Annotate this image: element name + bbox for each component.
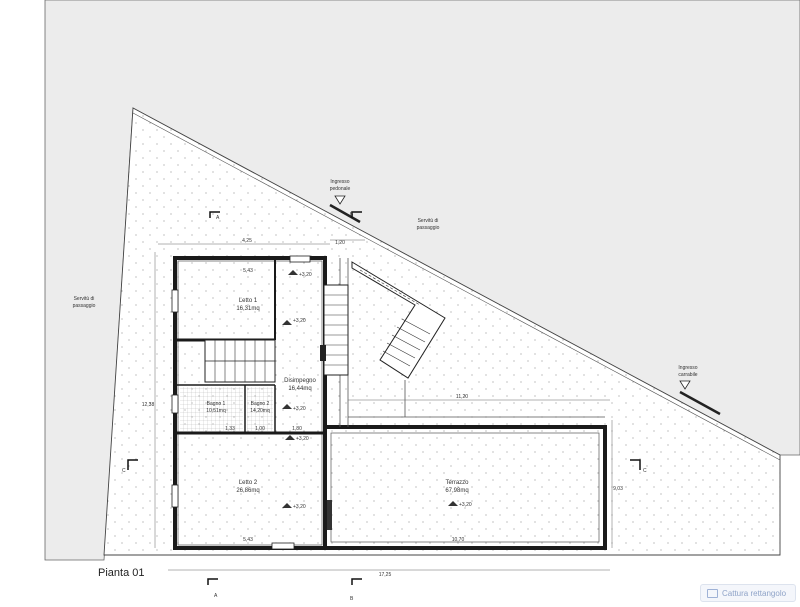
- room-name: Bagno 2: [251, 401, 270, 407]
- capture-rectangle-label: Cattura rettangolo: [722, 588, 787, 598]
- external-staircase: [323, 261, 446, 379]
- level-label: +3,20: [293, 504, 306, 510]
- dimension-label: 1,00: [255, 426, 265, 432]
- easement-top-label-1: Servitù di: [418, 218, 439, 224]
- dimension-label: 9,03: [613, 486, 623, 492]
- boundary-line: [132, 112, 781, 461]
- room-area: 16,31mq: [236, 306, 259, 312]
- dimension-label: 1,80: [292, 426, 302, 432]
- dimension-lines: [154, 239, 613, 571]
- vehicle-entrance-label-2: carrabile: [678, 372, 697, 378]
- room-area: 10,51mq: [206, 408, 226, 414]
- level-label: +3,20: [299, 272, 312, 278]
- bathroom-1-floor: [180, 387, 243, 431]
- dimension-label: 5,43: [243, 268, 253, 274]
- rectangle-capture-icon: [707, 588, 718, 598]
- room-name: Letto 1: [239, 298, 258, 304]
- room-name: Letto 2: [239, 480, 258, 486]
- level-label: +3,20: [459, 502, 472, 508]
- level-markers: [282, 270, 458, 508]
- capture-rectangle-button[interactable]: Cattura rettangolo: [700, 584, 796, 602]
- vehicle-gate: [679, 390, 721, 416]
- section-label: C: [122, 468, 126, 474]
- easement-left-label-1: Servitù di: [74, 296, 95, 302]
- lot-dotted-fill: [103, 107, 781, 556]
- section-label: C: [643, 468, 647, 474]
- internal-staircase: [204, 339, 276, 383]
- room-area: 67,98mq: [445, 488, 468, 494]
- vehicle-entrance-label-1: Ingresso: [678, 365, 697, 371]
- section-label: A: [216, 215, 220, 221]
- room-area: 16,44mq: [288, 386, 311, 392]
- dimension-label: 12,38: [142, 402, 155, 408]
- level-label: +3,20: [296, 436, 309, 442]
- section-label: A: [214, 593, 218, 599]
- dimension-label: 11,20: [456, 394, 468, 400]
- dimension-label: 1,20: [335, 240, 345, 246]
- section-label: B: [350, 212, 354, 218]
- pedestrian-entrance-label-2: pedonale: [330, 186, 351, 192]
- easement-left-label-2: passaggio: [73, 303, 96, 309]
- pedestrian-entrance-label-1: Ingresso: [330, 179, 349, 185]
- dimension-label: 10,70: [452, 537, 465, 543]
- room-area: 26,86mq: [236, 488, 259, 494]
- room-area: 14,20mq: [250, 408, 270, 414]
- easement-top-label-2: passaggio: [417, 225, 440, 231]
- entrance-marker-icon: [679, 380, 691, 390]
- section-label: B: [350, 596, 354, 602]
- building: [171, 255, 607, 550]
- room-name: Disimpegno: [284, 378, 316, 384]
- room-name: Bagno 1: [207, 401, 226, 407]
- terrace-walls: [323, 425, 607, 550]
- level-label: +3,20: [293, 406, 306, 412]
- dimension-label: 5,43: [243, 537, 253, 543]
- room-name: Terrazzo: [445, 480, 469, 486]
- level-label: +3,20: [293, 318, 306, 324]
- dimension-label: 4,25: [242, 238, 252, 244]
- pedestrian-gate: [329, 203, 361, 224]
- dimension-label: 1,33: [225, 426, 235, 432]
- plan-title: Pianta 01: [98, 567, 144, 579]
- section-marks: [127, 211, 641, 585]
- entrance-marker-icon: [334, 195, 346, 205]
- bathroom-2-floor: [247, 387, 273, 431]
- dimension-label: 17,25: [379, 572, 392, 578]
